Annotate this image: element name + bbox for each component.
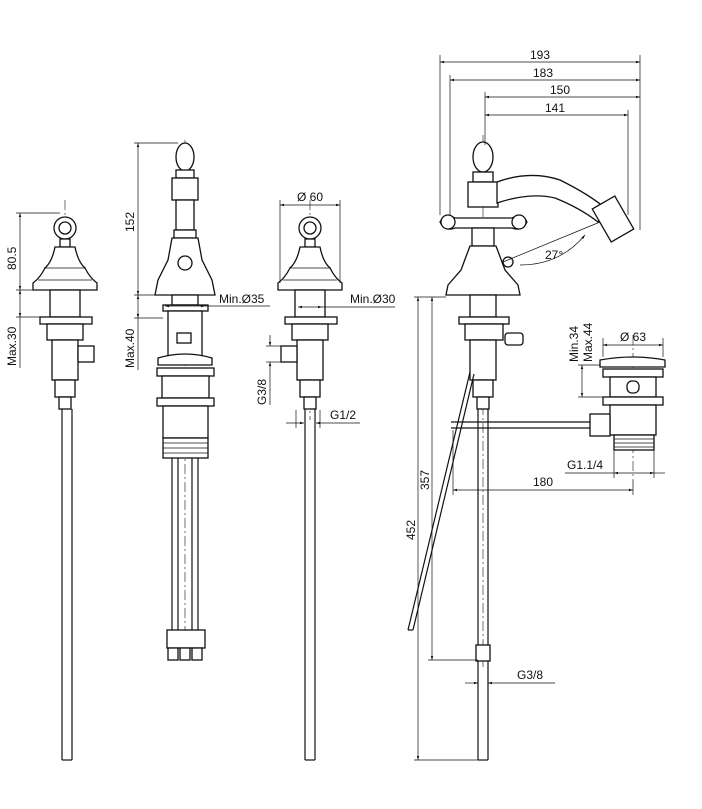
mixer-front-view: 152 Max.40 Min.Ø35 [123, 140, 270, 661]
dim-min-35: Min.Ø35 [219, 292, 265, 306]
dim-max-30: Max.30 [5, 326, 19, 366]
dim-min-34: Min.34 [567, 326, 581, 362]
dim-150: 150 [550, 83, 570, 97]
dim-357: 357 [418, 470, 432, 490]
dim-152: 152 [123, 212, 137, 232]
dim-180: 180 [533, 475, 553, 489]
dim-min-30: Min.Ø30 [350, 292, 396, 306]
valve-side-view-left: 80.5 Max.30 [5, 200, 98, 761]
dim-452: 452 [404, 520, 418, 540]
dim-diameter-63: Ø 63 [620, 330, 646, 344]
dim-80-5: 80.5 [5, 246, 19, 270]
dim-183: 183 [533, 66, 553, 80]
dim-max-40: Max.40 [123, 328, 137, 368]
mixer-side-view: 193 183 150 141 27° Ø 63 Min.34 Max.44 G… [404, 48, 666, 761]
dim-max-44: Max.44 [581, 322, 595, 362]
dim-diameter-60: Ø 60 [297, 190, 323, 204]
dim-141: 141 [545, 101, 565, 115]
dim-g1-2: G1/2 [330, 408, 356, 422]
dim-g1-1-4: G1.1/4 [567, 458, 603, 472]
dim-g3-8-inlet: G3/8 [255, 379, 269, 405]
valve-side-view-right: Ø 60 Min.Ø30 G3/8 G1/2 [255, 190, 396, 761]
dim-193: 193 [530, 48, 550, 62]
dim-angle-27: 27° [545, 248, 563, 262]
dim-g3-8-bottom: G3/8 [517, 668, 543, 682]
